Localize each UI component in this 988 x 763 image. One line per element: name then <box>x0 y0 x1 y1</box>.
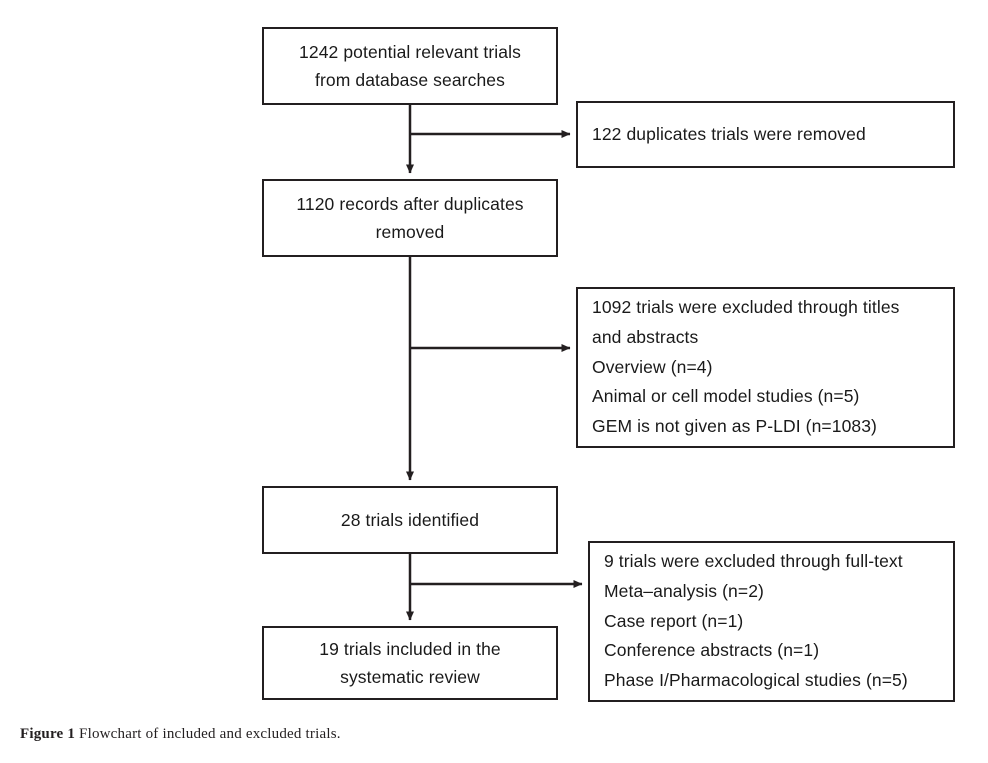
excluded-fulltext-reason-phase-i-pharmacological: Phase I/Pharmacological studies (n=5) <box>604 670 908 691</box>
excluded-fulltext-reason-case-report: Case report (n=1) <box>604 610 744 631</box>
records-identified-line-2: from database searches <box>315 70 505 90</box>
trials-included-line-2: systematic review <box>340 667 480 687</box>
excluded-titles-reason-animal-cell-model: Animal or cell model studies (n=5) <box>592 386 860 407</box>
figure-caption-text: Flowchart of included and excluded trial… <box>79 726 341 742</box>
node-records-after-duplicates-removed: 1120 records after duplicates removed <box>262 179 558 257</box>
node-excluded-through-titles-and-abstracts: 1092 trials were excluded through titles… <box>576 287 955 448</box>
records-after-duplicates-line-2: removed <box>375 222 445 242</box>
node-trials-included-systematic-review: 19 trials included in the systematic rev… <box>262 626 558 700</box>
trials-included-line-1: 19 trials included in the <box>319 638 501 659</box>
excluded-fulltext-reason-meta-analysis: Meta–analysis (n=2) <box>604 580 764 601</box>
excluded-titles-reason-overview: Overview (n=4) <box>592 356 713 377</box>
figure-caption-label: Figure 1 <box>20 726 76 742</box>
node-excluded-through-full-text: 9 trials were excluded through full-text… <box>588 541 955 702</box>
duplicates-removed-line-1: 122 duplicates trials were removed <box>592 124 866 145</box>
excluded-fulltext-line-1: 9 trials were excluded through full-text <box>604 551 903 572</box>
records-identified-line-1: 1242 potential relevant trials <box>299 41 521 62</box>
node-records-identified: 1242 potential relevant trials from data… <box>262 27 558 105</box>
node-trials-identified: 28 trials identified <box>262 486 558 554</box>
excluded-fulltext-reason-conference-abstracts: Conference abstracts (n=1) <box>604 640 820 661</box>
records-after-duplicates-line-1: 1120 records after duplicates <box>296 193 524 214</box>
excluded-titles-line-2: and abstracts <box>592 326 699 347</box>
figure-caption: Figure 1 Flowchart of included and exclu… <box>20 726 960 743</box>
excluded-titles-reason-gem-not-given: GEM is not given as P-LDI (n=1083) <box>592 416 877 437</box>
trials-identified-line-1: 28 trials identified <box>340 509 480 530</box>
excluded-titles-line-1: 1092 trials were excluded through titles <box>592 297 900 318</box>
node-duplicates-removed: 122 duplicates trials were removed <box>576 101 955 168</box>
